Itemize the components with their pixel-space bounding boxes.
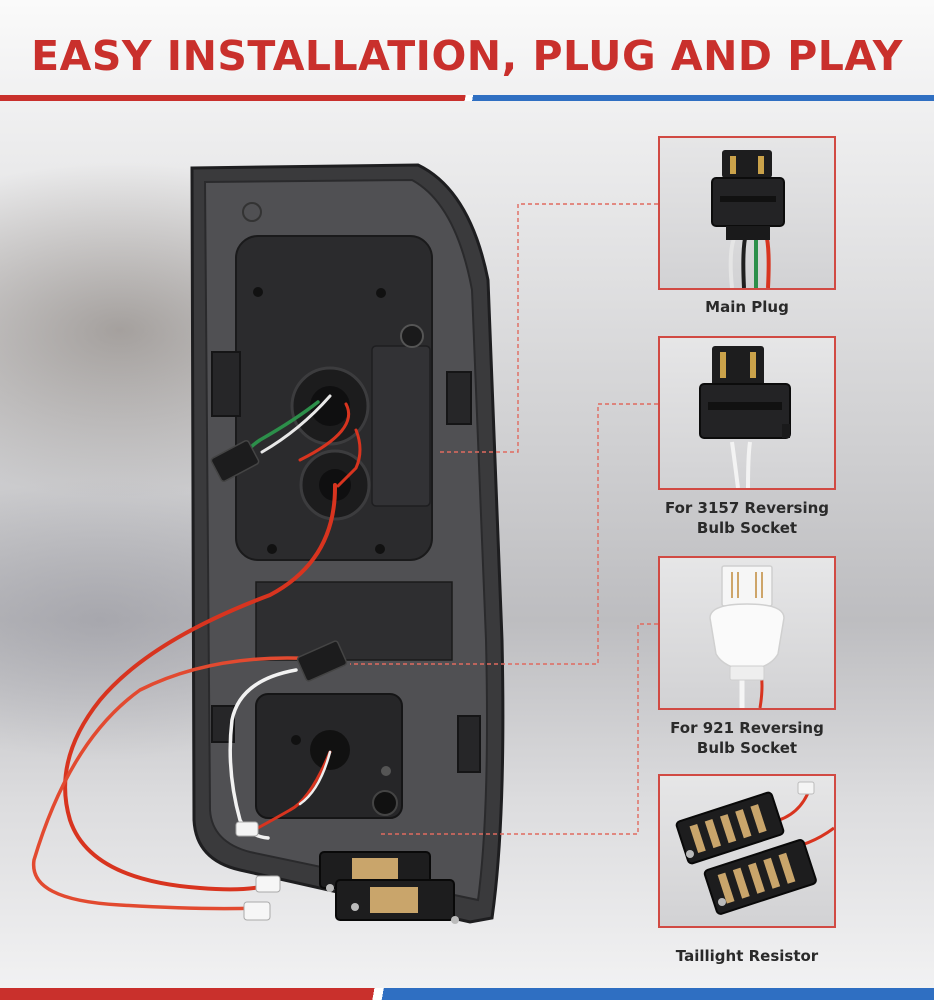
footer-stripe xyxy=(0,988,934,1000)
caption-resistor: Taillight Resistor xyxy=(640,946,854,966)
taillight-resistor-photo xyxy=(658,774,836,928)
taillight-resistors xyxy=(319,851,459,924)
taillight-resistor-icon xyxy=(675,781,834,915)
leader-921 xyxy=(380,623,658,835)
leader-main-plug xyxy=(440,203,658,453)
socket-921-photo xyxy=(658,556,836,710)
caption-3157-line2: Bulb Socket xyxy=(696,519,798,537)
caption-3157: For 3157 Reversing Bulb Socket xyxy=(640,498,854,538)
caption-3157-line1: For 3157 Reversing xyxy=(664,499,830,517)
socket-3157-photo xyxy=(658,336,836,490)
main-plug-photo xyxy=(658,136,836,290)
header-stripe xyxy=(0,95,934,101)
caption-921: For 921 Reversing Bulb Socket xyxy=(640,718,854,758)
leader-3157 xyxy=(350,403,658,665)
caption-921-line1: For 921 Reversing xyxy=(670,719,824,737)
caption-resistor-text: Taillight Resistor xyxy=(675,947,819,965)
caption-main-plug: Main Plug xyxy=(640,297,854,317)
caption-921-line2: Bulb Socket xyxy=(696,739,798,757)
headline: EASY INSTALLATION, PLUG AND PLAY xyxy=(31,32,903,80)
caption-main-plug-text: Main Plug xyxy=(705,298,789,316)
socket-3157-connector-icon xyxy=(699,346,791,488)
socket-921-bulb-icon xyxy=(709,565,785,708)
main-plug-connector-icon xyxy=(711,150,785,288)
